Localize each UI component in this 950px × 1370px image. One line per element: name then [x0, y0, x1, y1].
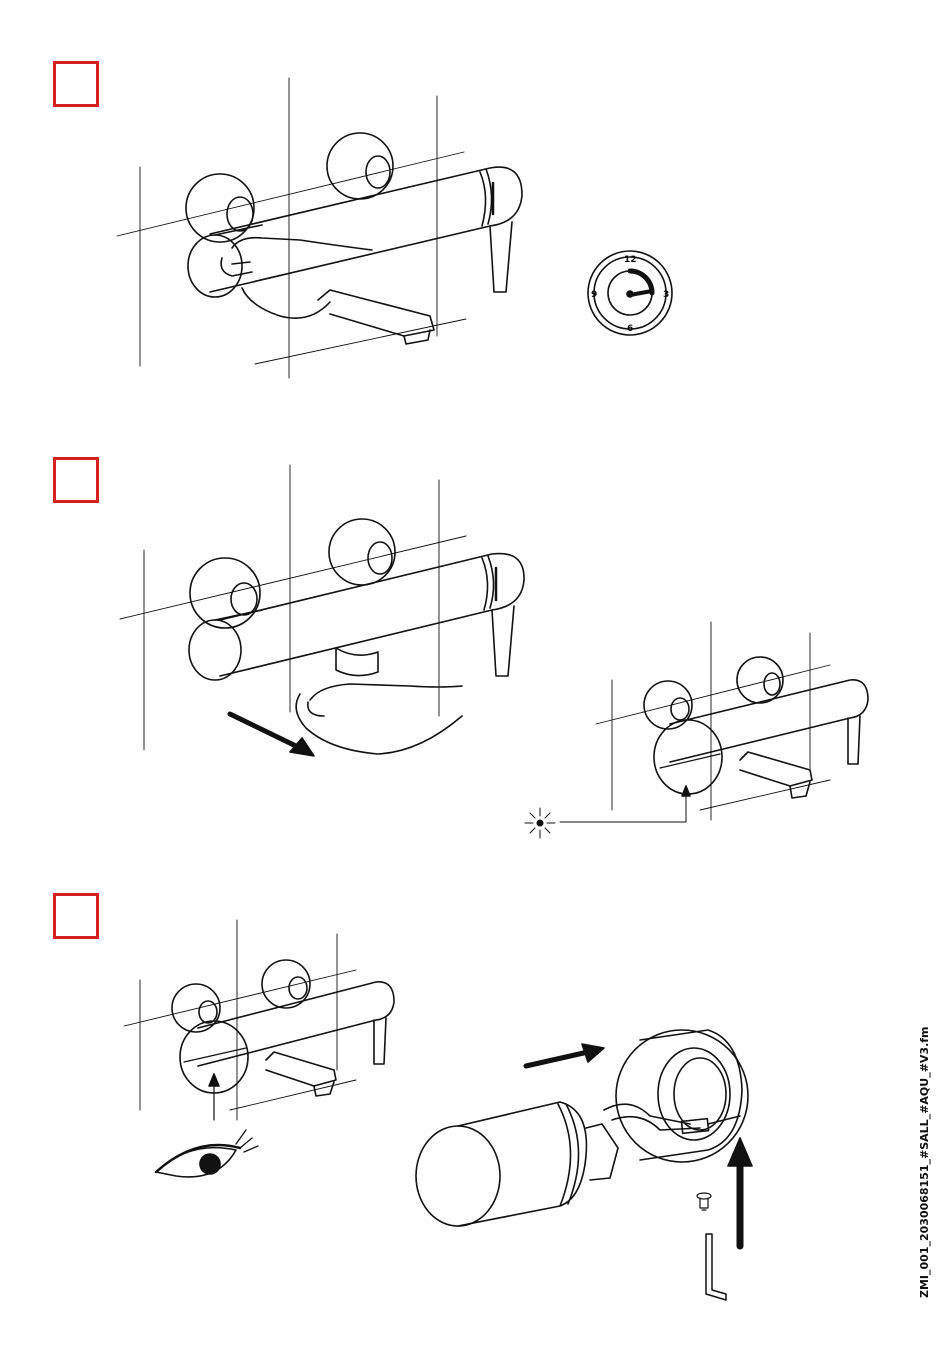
document-id: ZMI_001_2030068151_#SALL_#AQU_#V3.fm: [918, 1026, 931, 1298]
pull-arrow-icon: [230, 714, 314, 756]
eye-icon: [156, 1130, 258, 1177]
screw-icon: [697, 1193, 711, 1210]
insert-arrow-icon: [526, 1044, 604, 1066]
led-flash-icon: [525, 808, 555, 838]
step-2-inset-illustration: [560, 622, 868, 822]
step-1-illustration: [117, 78, 522, 378]
dial-label-6: 6: [627, 324, 633, 334]
dial-label-3: 3: [663, 290, 669, 300]
cartridge-illustration: [416, 1102, 740, 1226]
dial-label-9: 9: [591, 290, 597, 300]
up-arrow-icon: [728, 1138, 752, 1246]
dial-label-12: 12: [624, 255, 637, 265]
step-2-illustration: [120, 465, 524, 754]
step-3-illustration: [124, 920, 394, 1120]
hex-key-icon: [706, 1234, 726, 1300]
magnified-socket-illustration: [616, 1030, 748, 1162]
